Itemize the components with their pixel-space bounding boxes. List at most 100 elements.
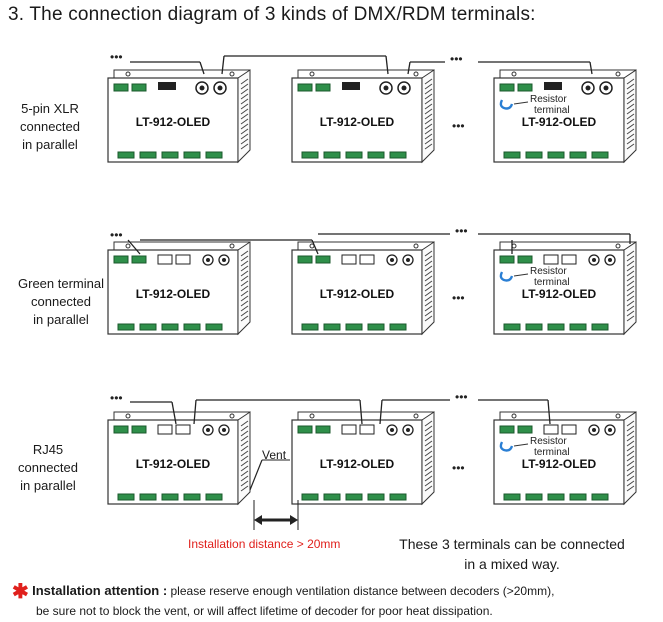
xlr-pin — [401, 85, 407, 91]
device-label: LT-912-OLED — [522, 457, 597, 471]
vent-slot — [424, 305, 433, 312]
vent-slot — [626, 260, 635, 267]
vent-slot — [240, 103, 249, 110]
green-terminal-block — [547, 151, 565, 159]
vent-slot — [424, 103, 433, 110]
vent-slot — [240, 250, 249, 257]
dmx-cable — [407, 61, 411, 75]
vent-slot — [240, 83, 249, 90]
device-label: LT-912-OLED — [320, 115, 395, 129]
page-title: 3. The connection diagram of 3 kinds of … — [8, 4, 536, 25]
vent-slot — [240, 300, 249, 307]
green-terminal-block — [161, 493, 179, 501]
rj45-port-icon — [543, 254, 559, 265]
screw-hole-icon — [125, 71, 131, 77]
green-terminal-block — [139, 493, 157, 501]
rj45-port-icon — [359, 254, 375, 265]
green-terminal-block — [517, 83, 533, 92]
vent-slot — [626, 485, 635, 492]
vent-slot — [626, 138, 635, 145]
green-terminal-block — [517, 255, 533, 264]
vent-slot — [424, 108, 433, 115]
resistor-label: Resistor — [530, 436, 567, 447]
vent-slot — [424, 425, 433, 432]
vent-slot — [424, 290, 433, 297]
device-body — [493, 249, 625, 335]
resistor-label: Resistor — [530, 94, 567, 105]
resistor-icon — [499, 271, 514, 282]
vent-slot — [240, 270, 249, 277]
installation-attention-note: ✱ Installation attention : please reserv… — [12, 581, 554, 621]
vent-slot — [424, 143, 433, 150]
rj45-port-icon — [543, 424, 559, 435]
vent-slot — [240, 78, 249, 85]
green-terminal-block — [183, 151, 201, 159]
device-label: LT-912-OLED — [136, 115, 211, 129]
green-terminal-block — [297, 83, 313, 92]
knob-center — [592, 428, 596, 432]
vent-slot — [240, 133, 249, 140]
green-terminal-block — [117, 151, 135, 159]
vent-slot — [626, 103, 635, 110]
vent-slot — [626, 98, 635, 105]
vent-slot — [424, 300, 433, 307]
green-terminal-block — [345, 493, 363, 501]
decoder-device: LT-912-OLED — [291, 69, 435, 164]
green-terminal-block — [315, 255, 331, 264]
vent-slot — [626, 425, 635, 432]
ellipsis-dots: ••• — [452, 291, 465, 305]
green-terminal-block — [131, 255, 147, 264]
green-terminal-block — [569, 323, 587, 331]
vent-slot — [626, 83, 635, 90]
note-line-2: be sure not to block the vent, or will a… — [36, 604, 493, 618]
knob-center — [592, 258, 596, 262]
vent-slot — [240, 435, 249, 442]
device-label: LT-912-OLED — [136, 457, 211, 471]
green-terminal-block — [323, 151, 341, 159]
vent-slot — [626, 123, 635, 130]
vent-slot — [240, 123, 249, 130]
asterisk-icon: ✱ — [12, 581, 29, 603]
green-terminal-block — [117, 323, 135, 331]
rj45-port-icon — [175, 254, 191, 265]
green-terminal-block — [161, 323, 179, 331]
vent-slot — [424, 430, 433, 437]
screw-hole-icon — [511, 71, 517, 77]
oled-display — [158, 82, 176, 90]
green-terminal-block — [503, 151, 521, 159]
device-body — [291, 419, 423, 505]
green-terminal-block — [547, 323, 565, 331]
vent-slot — [240, 88, 249, 95]
dmx-cable — [589, 61, 593, 75]
green-terminal-block — [205, 323, 223, 331]
rj45-port-icon — [561, 424, 577, 435]
vent-slot — [626, 420, 635, 427]
green-terminal-block — [367, 151, 385, 159]
row-label-line: RJ45 — [32, 442, 64, 457]
device-body — [107, 249, 239, 335]
vent-slot — [424, 255, 433, 262]
green-terminal-block — [517, 425, 533, 434]
vent-slot — [240, 275, 249, 282]
vent-slot — [240, 290, 249, 297]
note-heading: Installation attention : — [32, 583, 168, 598]
vent-slot — [626, 250, 635, 257]
row-label-line: in parallel — [20, 478, 76, 493]
vent-slot — [424, 88, 433, 95]
vent-slot — [424, 455, 433, 462]
green-terminal-block — [345, 151, 363, 159]
green-terminal-block — [499, 83, 515, 92]
xlr-pin — [603, 85, 609, 91]
installation-distance-label: Installation distance > 20mm — [188, 537, 341, 551]
row-label-xlr: 5-pin XLR connected in parallel — [14, 100, 86, 154]
vent-slot — [424, 123, 433, 130]
vent-slot — [240, 255, 249, 262]
row-label-line: connected — [20, 119, 80, 134]
screw-hole-icon — [125, 243, 131, 249]
vent-slot — [240, 420, 249, 427]
vent-slot — [424, 260, 433, 267]
rj45-port-icon — [561, 254, 577, 265]
vent-slot — [424, 450, 433, 457]
